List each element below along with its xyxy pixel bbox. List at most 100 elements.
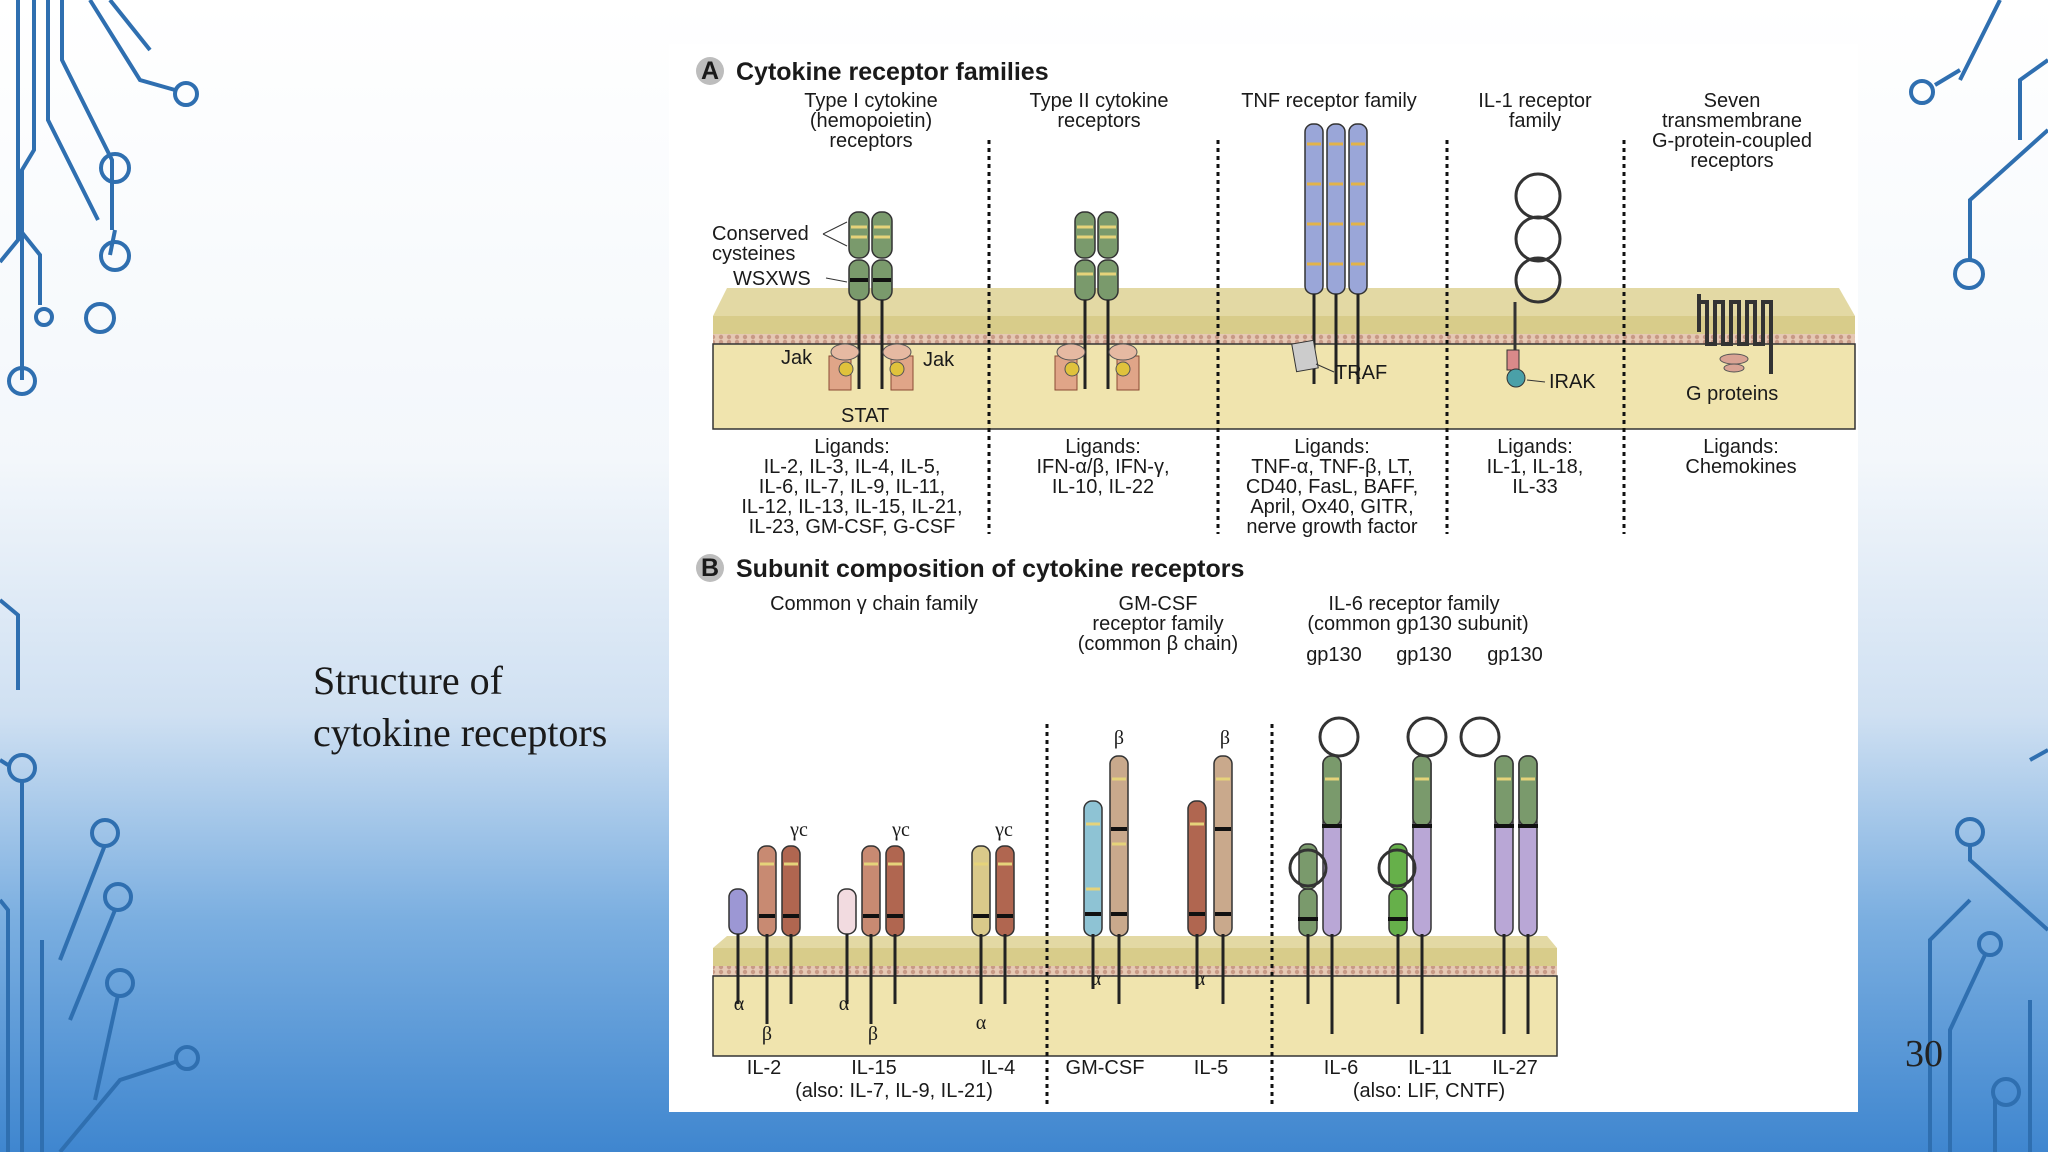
il4-receptor — [971, 845, 1015, 937]
gp130-label: gp130 — [1396, 644, 1452, 666]
svg-text:receptor family: receptor family — [1092, 613, 1223, 635]
svg-text:IL-2: IL-2 — [747, 1057, 781, 1079]
svg-text:α: α — [1195, 968, 1206, 990]
svg-text:receptors: receptors — [1057, 110, 1140, 132]
family-name-type1: Type I cytokine (hemopoietin) receptors — [804, 90, 937, 152]
ligands-tnf: Ligands: TNF-α, TNF-β, LT, CD40, FasL, B… — [1246, 436, 1418, 538]
family-name-type2: Type II cytokine receptors — [1030, 90, 1169, 132]
svg-text:γc: γc — [891, 819, 910, 841]
svg-text:Ligands:: Ligands: — [1497, 436, 1573, 458]
label-stat: STAT — [841, 405, 889, 427]
svg-text:Ligands:: Ligands: — [1703, 436, 1779, 458]
label-wsxws: WSXWS — [733, 268, 811, 290]
svg-text:(hemopoietin): (hemopoietin) — [810, 110, 932, 132]
g-protein — [1719, 353, 1749, 365]
svg-text:α: α — [839, 993, 850, 1015]
svg-text:IL-1, IL-18,: IL-1, IL-18, — [1487, 456, 1584, 478]
label-jak-right: Jak — [923, 349, 955, 371]
slide-caption: Structure of cytokine receptors — [313, 655, 673, 759]
irak-dot — [1506, 368, 1526, 388]
svg-text:Ligands:: Ligands: — [814, 436, 890, 458]
svg-text:α: α — [976, 1012, 987, 1034]
svg-text:β: β — [762, 1023, 772, 1045]
panel-a-letter: A — [701, 57, 719, 85]
svg-text:IFN-α/β, IFN-γ,: IFN-α/β, IFN-γ, — [1036, 456, 1169, 478]
label-conserved: Conserved — [712, 223, 809, 245]
il1-receptor — [1513, 172, 1562, 374]
svg-text:receptors: receptors — [829, 130, 912, 152]
figure-canvas: A Cytokine receptor families Type I cyto… — [696, 57, 1856, 1104]
svg-text:Type II cytokine: Type II cytokine — [1030, 90, 1169, 112]
panel-a-title: Cytokine receptor families — [736, 58, 1049, 86]
il15-receptor — [837, 845, 905, 937]
svg-text:Ligands:: Ligands: — [1294, 436, 1370, 458]
type2-receptor-dimer — [1054, 211, 1140, 391]
svg-text:IL-10, IL-22: IL-10, IL-22 — [1052, 476, 1154, 498]
label-irak: IRAK — [1549, 371, 1596, 393]
svg-text:γc: γc — [789, 819, 808, 841]
il2-receptor — [728, 845, 801, 937]
svg-text:β: β — [1220, 727, 1230, 749]
svg-text:IL-27: IL-27 — [1492, 1057, 1538, 1079]
svg-text:γc: γc — [994, 819, 1013, 841]
svg-text:GM-CSF: GM-CSF — [1119, 593, 1198, 615]
family-name-tnf: TNF receptor family — [1241, 90, 1417, 112]
chain-labels: γc γc γc β β α β α β α α α — [734, 727, 1230, 1045]
traf-block — [1291, 339, 1319, 373]
membrane-b-top — [713, 948, 1557, 966]
svg-text:α: α — [1091, 968, 1102, 990]
lipid-bilayer-b — [713, 966, 1557, 976]
group-name-il6: IL-6 receptor family (common gp130 subun… — [1307, 593, 1528, 635]
membrane-surface — [713, 288, 1855, 316]
svg-text:transmembrane: transmembrane — [1662, 110, 1802, 132]
svg-text:TNF-α, TNF-β, LT,: TNF-α, TNF-β, LT, — [1251, 456, 1413, 478]
label-jak-left: Jak — [781, 347, 813, 369]
svg-text:IL-12, IL-13, IL-15, IL-21,: IL-12, IL-13, IL-15, IL-21, — [741, 496, 962, 518]
gp130-label: gp130 — [1487, 644, 1543, 666]
type1-receptor-dimer — [828, 211, 914, 391]
gmcsf-receptor — [1083, 755, 1129, 937]
footnote-gamma: (also: IL-7, IL-9, IL-21) — [795, 1080, 993, 1102]
ligands-type2: Ligands: IFN-α/β, IFN-γ, IL-10, IL-22 — [1036, 436, 1169, 498]
svg-text:CD40, FasL, BAFF,: CD40, FasL, BAFF, — [1246, 476, 1418, 498]
cytoplasm-b — [712, 975, 1558, 1057]
slide-number: 30 — [1905, 1033, 1943, 1075]
svg-text:Ligands:: Ligands: — [1065, 436, 1141, 458]
gp130-label: gp130 — [1306, 644, 1362, 666]
svg-text:IL-5: IL-5 — [1194, 1057, 1228, 1079]
family-name-gpcr: Seven transmembrane G-protein-coupled re… — [1652, 90, 1812, 172]
family-name-il1: IL-1 receptor family — [1478, 90, 1592, 132]
tnf-cysteine-bands — [1307, 142, 1365, 266]
svg-text:(common β chain): (common β chain) — [1078, 633, 1238, 655]
svg-text:nerve growth factor: nerve growth factor — [1246, 516, 1418, 538]
svg-text:IL-33: IL-33 — [1512, 476, 1558, 498]
label-traf: TRAF — [1335, 362, 1387, 384]
lipid-bilayer — [713, 334, 1855, 344]
membrane-b-surface — [713, 936, 1557, 948]
panel-b-letter: B — [701, 554, 719, 582]
svg-text:β: β — [868, 1023, 878, 1045]
svg-text:IL-1 receptor: IL-1 receptor — [1478, 90, 1592, 112]
wsxws-bands — [759, 827, 1231, 918]
svg-text:G-protein-coupled: G-protein-coupled — [1652, 130, 1812, 152]
ligands-gpcr: Ligands: Chemokines — [1685, 436, 1796, 478]
ig-loops — [1288, 716, 1501, 888]
chain-bands — [760, 777, 1230, 891]
gpcr-serpentine — [1697, 294, 1773, 374]
svg-text:IL-11: IL-11 — [1408, 1057, 1452, 1079]
svg-text:Chemokines: Chemokines — [1685, 456, 1796, 478]
il1-tir-domain — [1506, 349, 1520, 371]
group-name-gmcsf: GM-CSF receptor family (common β chain) — [1078, 593, 1238, 655]
label-g-proteins: G proteins — [1686, 383, 1778, 405]
caption-line: cytokine receptors — [313, 710, 608, 755]
svg-text:IL-4: IL-4 — [981, 1057, 1015, 1079]
svg-text:(common gp130 subunit): (common gp130 subunit) — [1307, 613, 1528, 635]
svg-text:IL-23, GM-CSF, G-CSF: IL-23, GM-CSF, G-CSF — [749, 516, 956, 538]
svg-text:Type I cytokine: Type I cytokine — [804, 90, 937, 112]
svg-text:α: α — [734, 993, 745, 1015]
tnf-receptor-trimer — [1304, 123, 1368, 295]
svg-text:IL-2, IL-3, IL-4, IL-5,: IL-2, IL-3, IL-4, IL-5, — [764, 456, 941, 478]
svg-text:IL-6: IL-6 — [1324, 1057, 1358, 1079]
panel-a-badge — [696, 57, 724, 85]
